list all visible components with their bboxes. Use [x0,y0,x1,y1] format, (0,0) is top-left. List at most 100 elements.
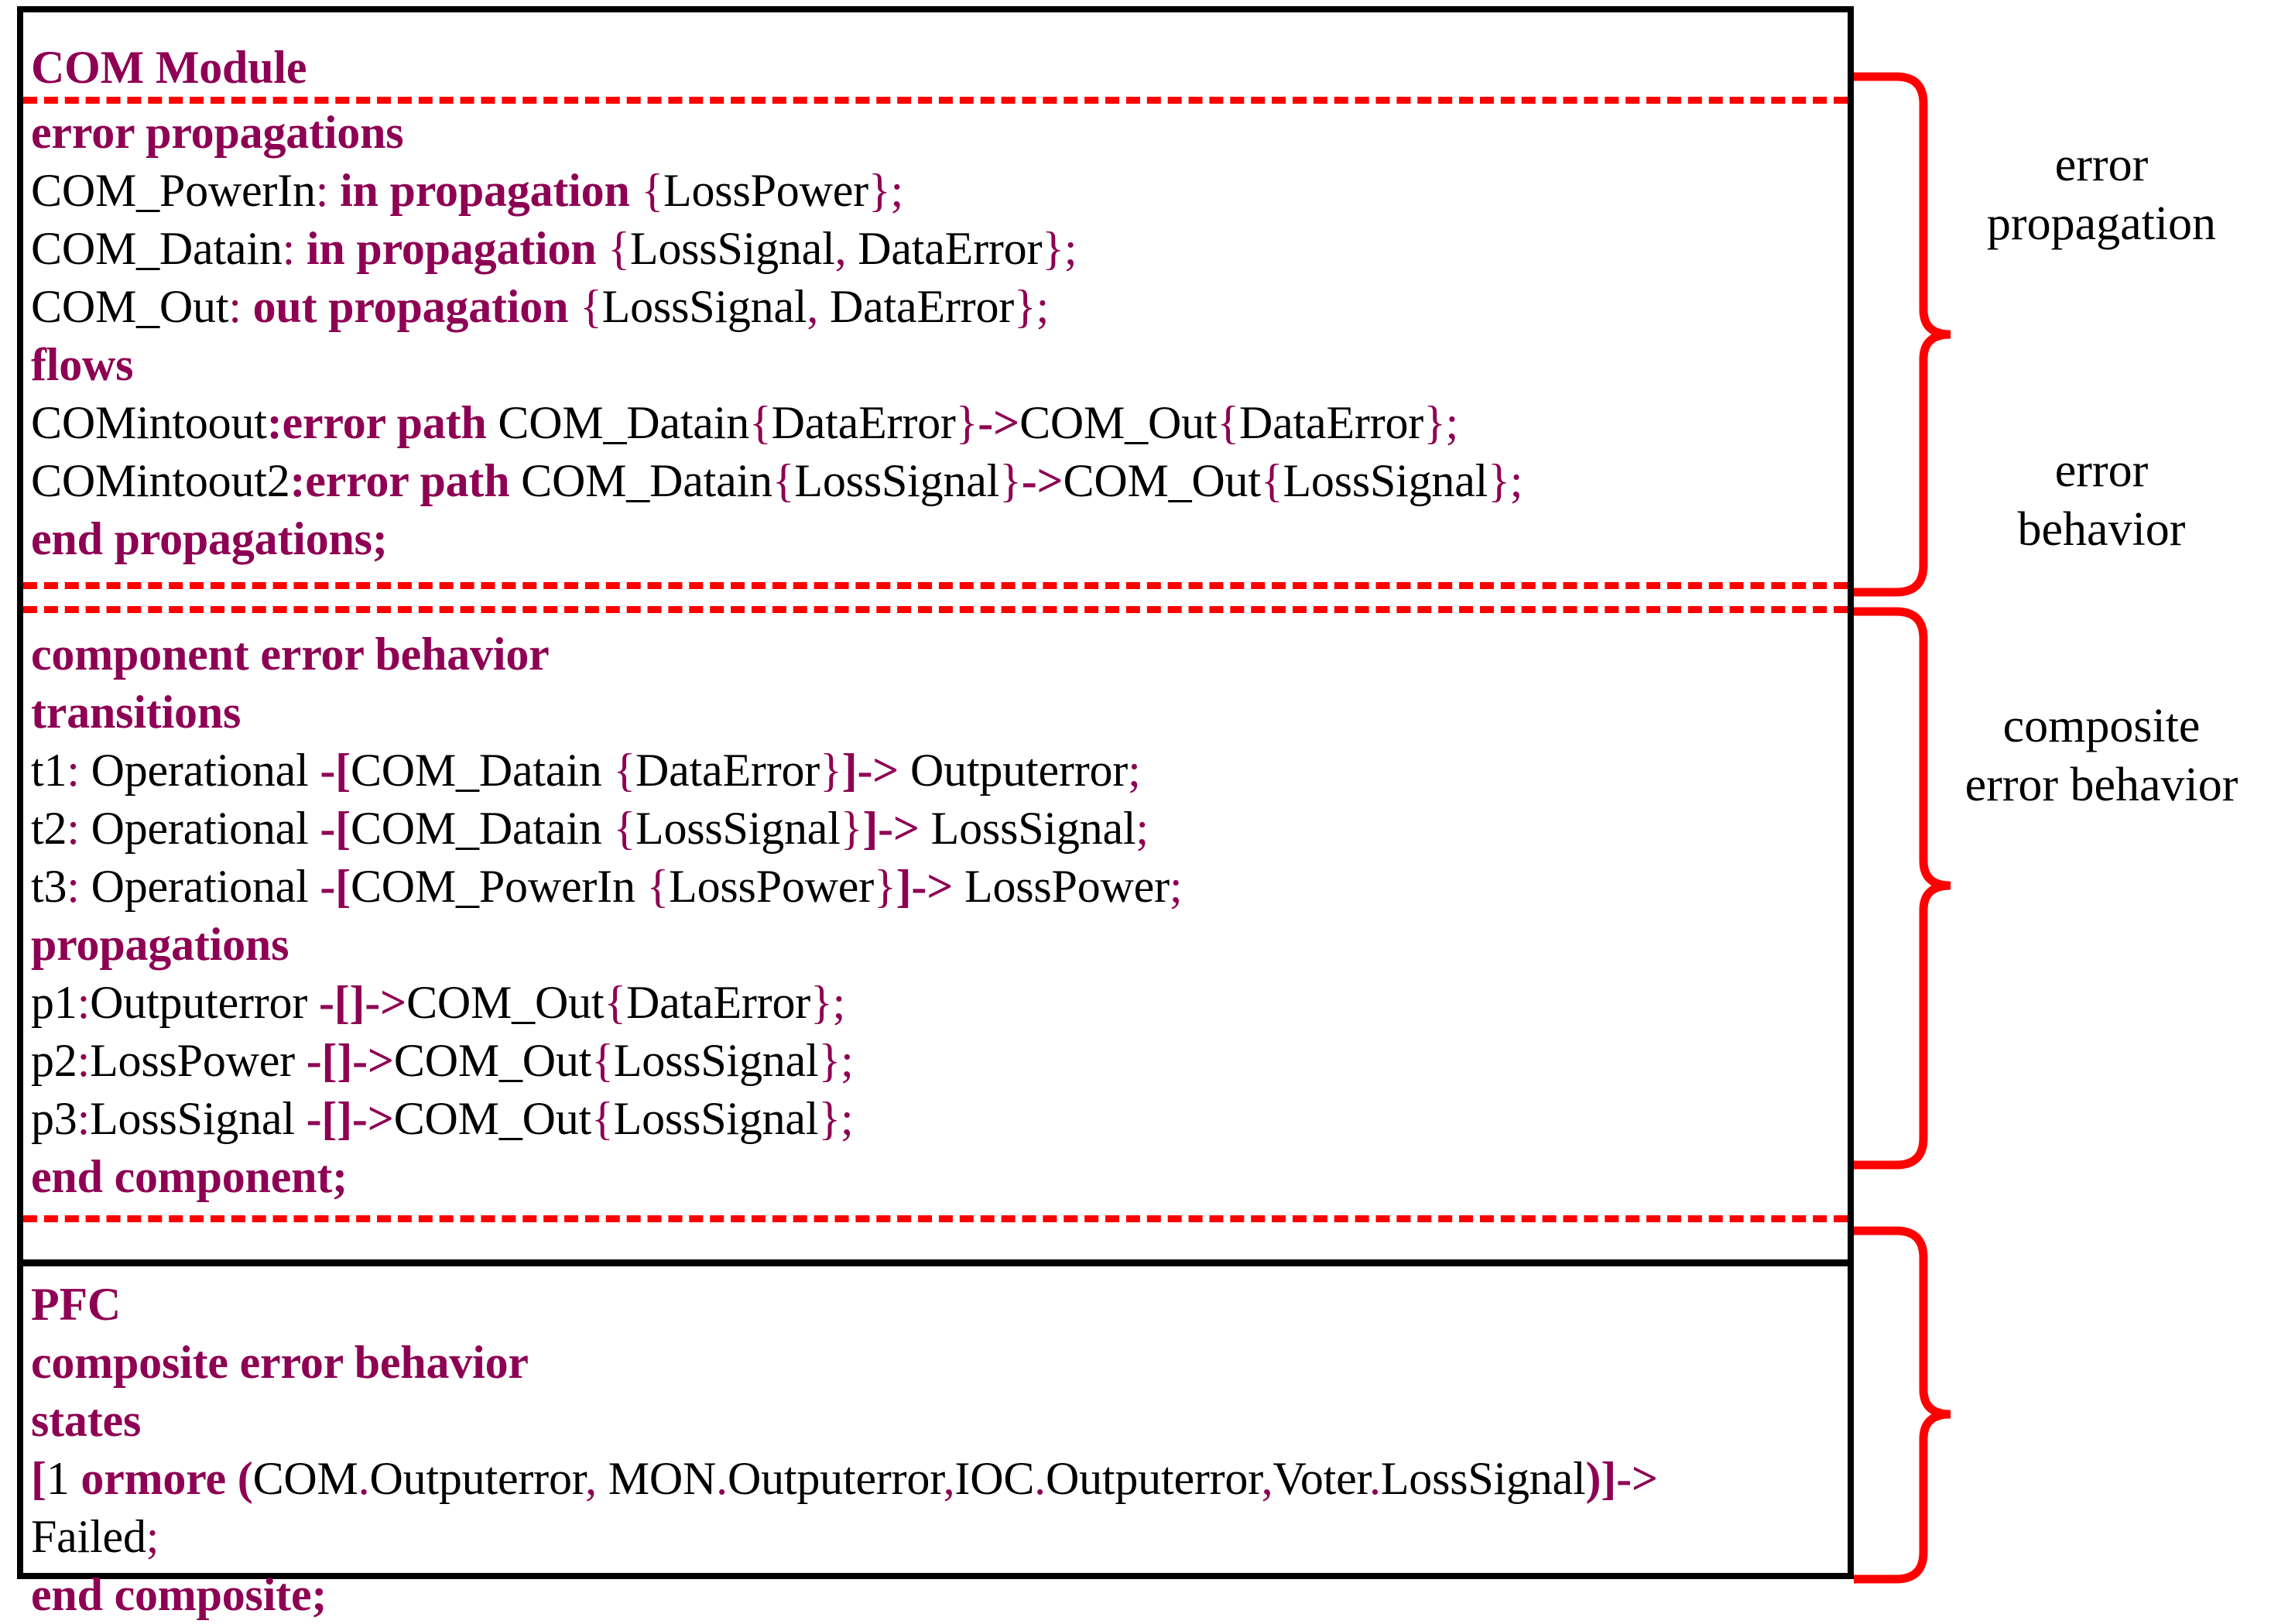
code-token: { [772,455,795,506]
code-line-com-out: COM_Out: out propagation {LossSignal, Da… [23,278,1848,336]
code-token: : [282,223,296,274]
brace-group [1854,72,1951,1584]
divider-dashed-title [23,97,1848,104]
divider-solid-pfc [23,1259,1848,1266]
code-token: } [1042,223,1064,274]
code-token: LossSignal [794,455,1000,506]
code-token: in propagation [328,165,642,216]
code-token: DataError [625,977,811,1028]
code-token: Operational [79,803,320,854]
annotation-line-1: composite [2002,700,2201,752]
code-token: end component; [31,1151,348,1202]
code-token: t3 [31,861,67,912]
code-token: . [716,1453,728,1504]
section-error-behavior: component error behavior transitions t1:… [23,613,1848,1215]
code-token: COM_Out [31,281,229,332]
code-line-end-component: end component; [23,1148,1848,1206]
code-token: ; [146,1511,159,1562]
code-token: COMintoout2 [31,455,290,506]
code-token: LossSignal [613,1093,819,1144]
code-token: } [874,861,896,912]
code-token: -[]-> [306,1035,394,1086]
code-token: Outputerror [727,1453,944,1504]
code-line-transitions-header: transitions [23,684,1848,742]
code-token: } [820,745,842,796]
code-token: { [641,165,664,216]
code-token: Operational [79,745,320,796]
code-token: : [77,1035,91,1086]
code-token: . [358,1453,370,1504]
code-line-pfc-title: PFC [23,1276,1848,1334]
code-token: ) [1585,1453,1601,1504]
code-token: Voter [1273,1453,1369,1504]
code-token: DataError [635,745,820,796]
divider-dashed-section1-bottom [23,582,1848,589]
spacer-top [23,12,1848,39]
code-token: : [315,165,329,216]
code-token: { [1217,397,1239,448]
code-token: } [810,977,833,1028]
code-line-title: COM Module [23,39,1848,97]
code-token: ; [841,1035,854,1086]
code-token: 1 [46,1453,81,1504]
code-token: ; [1128,745,1141,796]
code-token: MON [596,1453,717,1504]
code-block-container: COM Module error propagations COM_PowerI… [17,6,1854,1620]
code-token: PFC [31,1279,122,1330]
code-line-p1: p1:Outputerror -[]->COM_Out{DataError}; [23,974,1848,1032]
code-token: ; [1064,223,1077,274]
code-token: ; [890,165,904,216]
code-token: propagations [31,919,289,970]
section-error-propagation: COM Module error propagations COM_PowerI… [23,12,1848,582]
code-token: COM_Datain [486,397,750,448]
code-token: ; [832,977,846,1028]
code-token: composite error behavior [31,1337,529,1388]
code-token: -> [978,397,1020,448]
code-token: DataError [771,397,956,448]
brace-error-propagation [1854,72,1951,597]
code-token: DataError [818,281,1015,332]
code-token: . [1369,1453,1381,1504]
code-token: p1 [31,977,77,1028]
code-token: LossSignal [1283,455,1488,506]
code-token: -> [1021,455,1064,506]
code-line-t3: t3: Operational -[COM_PowerIn {LossPower… [23,858,1848,916]
code-line-states-header: states [23,1392,1848,1450]
code-token: COM_Out [393,1093,592,1144]
code-token: } [1488,455,1510,506]
code-token: { [749,397,772,448]
code-token: in propagation [295,223,608,274]
code-token: } [955,397,978,448]
code-token: , [834,223,847,274]
code-token: -[]-> [306,1093,394,1144]
code-token: LossSignal [1380,1453,1586,1504]
code-token: } [868,165,891,216]
code-token: { [613,803,635,854]
brace-error-behavior [1854,607,1951,1170]
code-token: : [67,861,80,912]
code-token: COM_Out [1063,455,1262,506]
divider-dashed-section2-bottom [23,1215,1848,1222]
code-token: ormore [80,1453,238,1504]
code-token: : [228,281,241,332]
code-token: LossSignal [919,803,1136,854]
code-token: Outputerror [90,977,319,1028]
code-token: Outputerror [1045,1453,1262,1504]
divider-dashed-section2-top [23,606,1848,613]
code-token: } [818,1035,841,1086]
code-line-flows-header: flows [23,336,1848,394]
code-token: { [608,223,630,274]
annotation-line-2: propagation [1986,197,2217,250]
code-token: COM_Datain [509,455,772,506]
code-token: , [807,281,819,332]
code-token: COM Module [31,42,307,93]
code-token: ; [1036,281,1050,332]
code-token: DataError [1239,397,1424,448]
code-token: , [1261,1453,1273,1504]
code-token: , [585,1453,597,1504]
annotation-line-2: behavior [2017,503,2186,556]
code-token: LossSignal [635,803,841,854]
code-token: COM_Out [406,977,605,1028]
code-token: -[ [320,861,351,912]
code-token: Outputerror [899,745,1129,796]
